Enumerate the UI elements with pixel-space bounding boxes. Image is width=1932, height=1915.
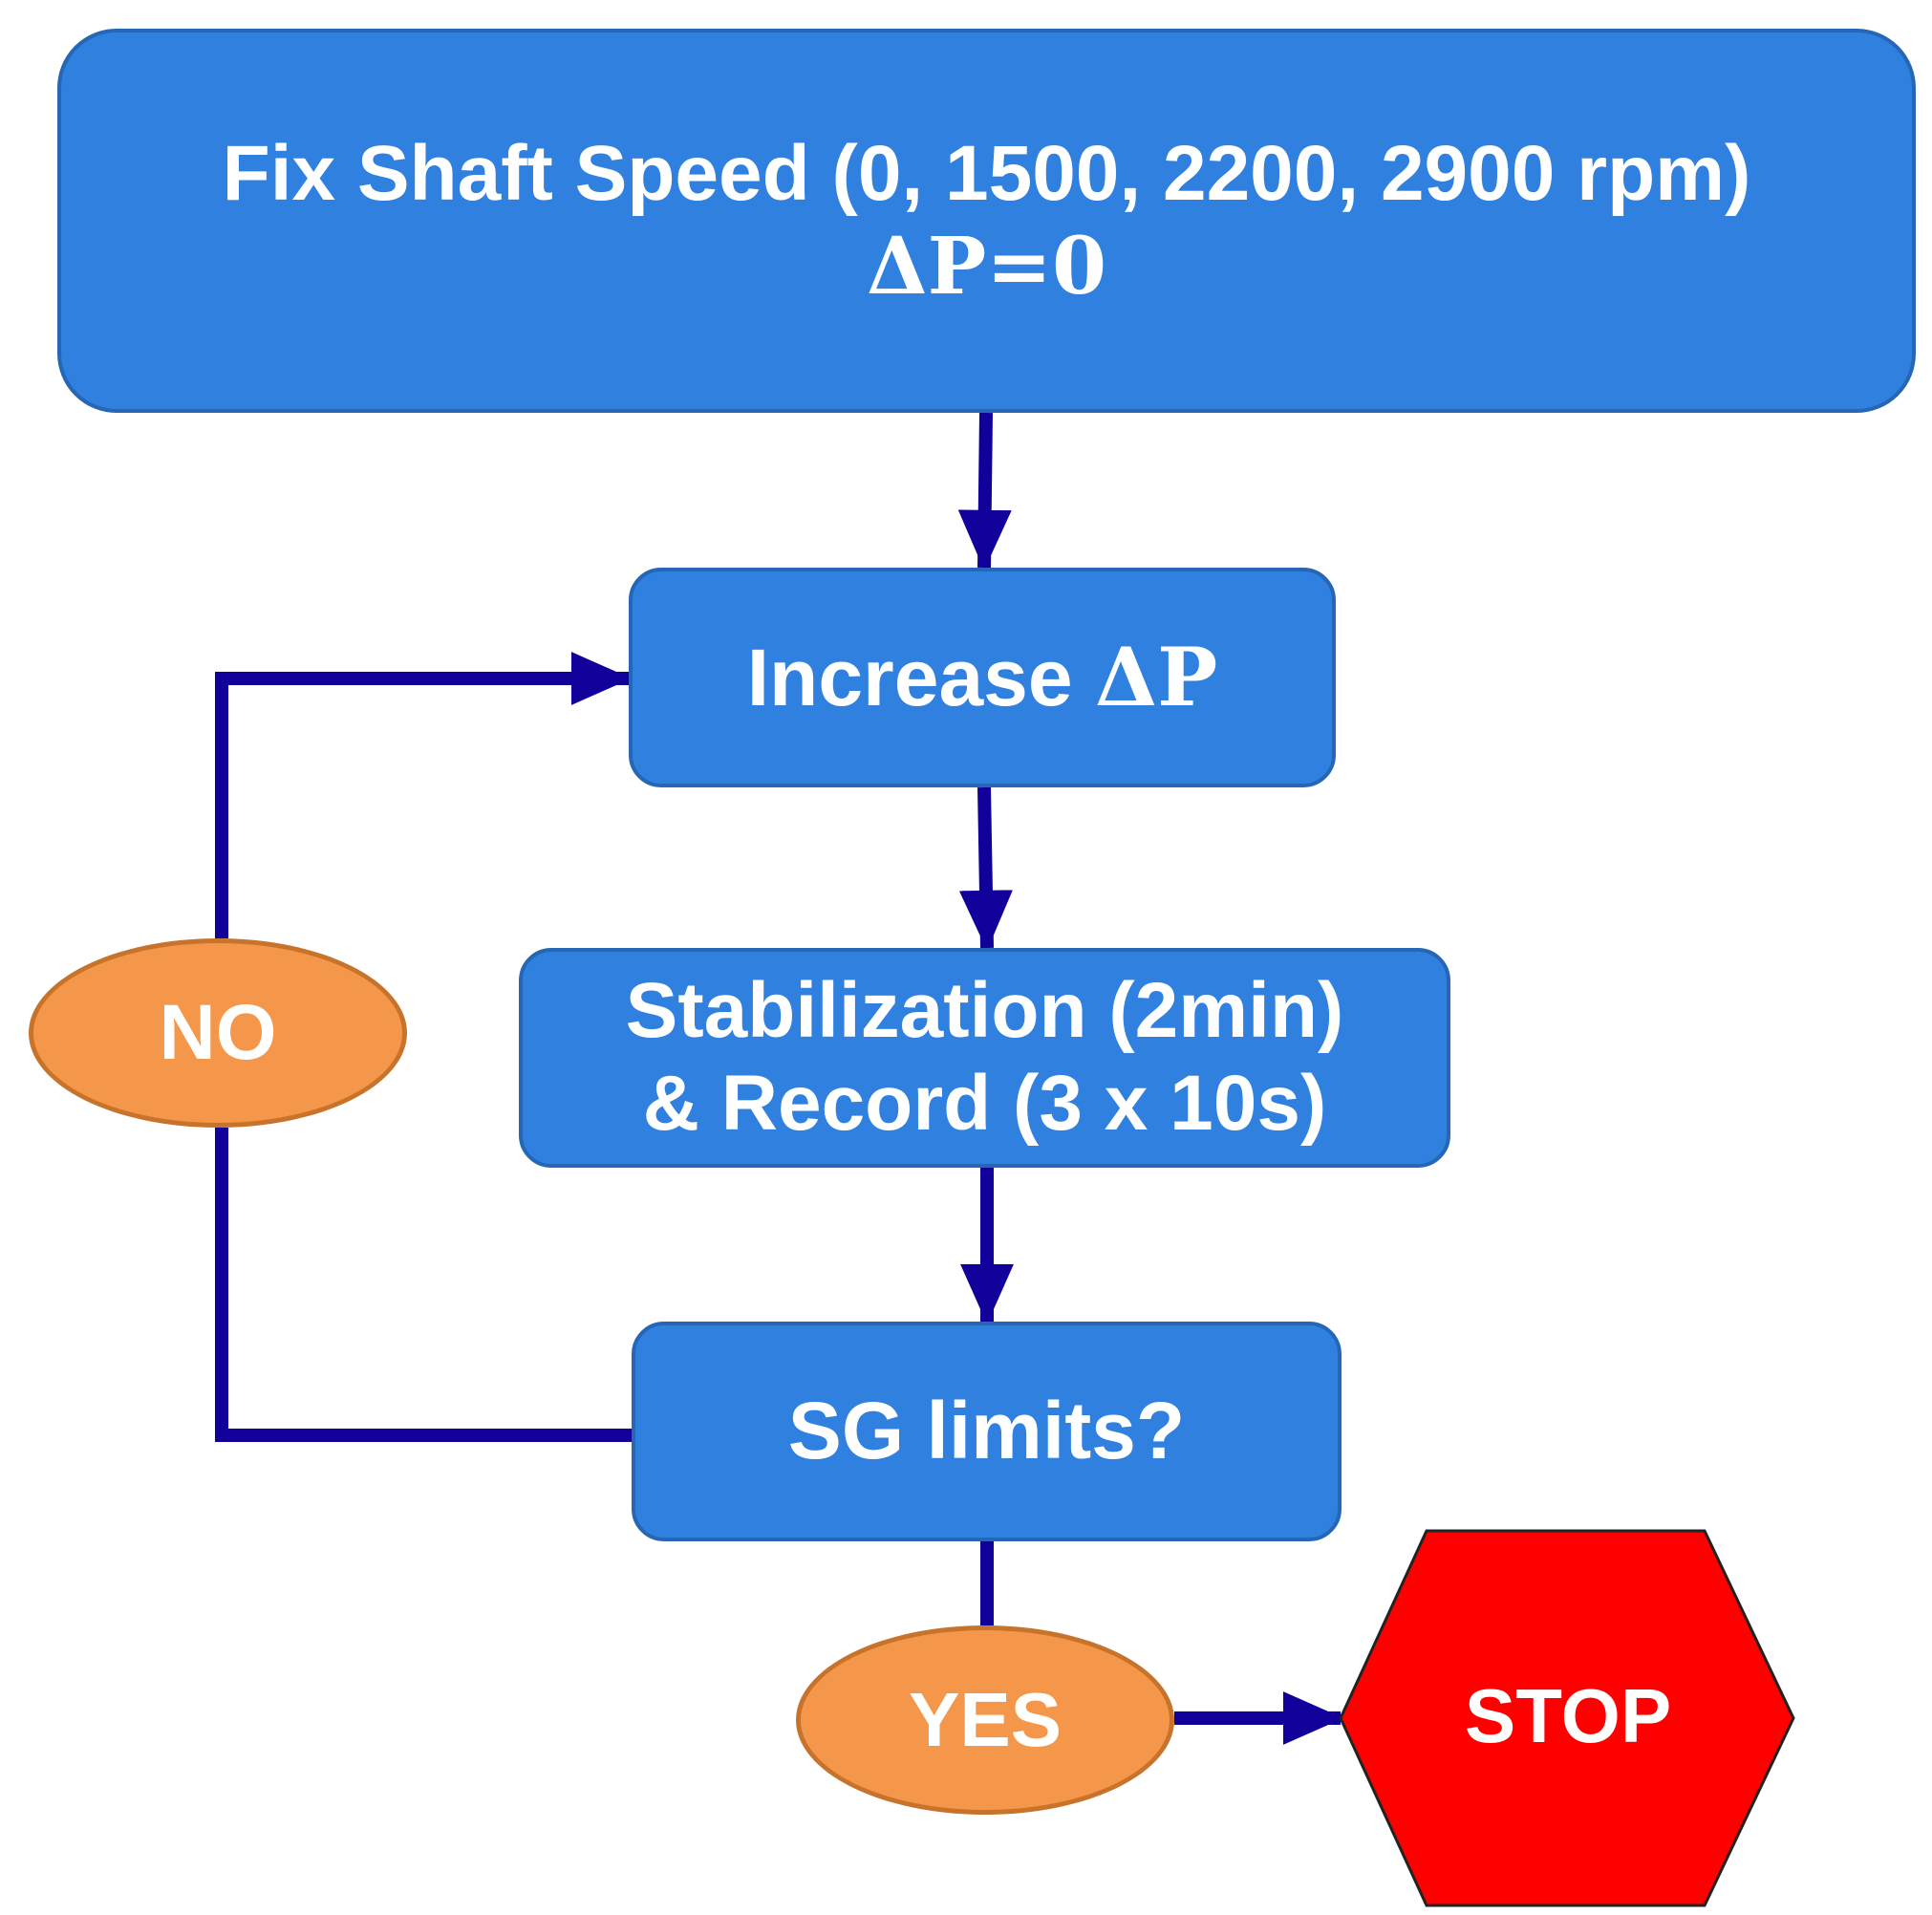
stop-node: STOP xyxy=(1341,1529,1795,1904)
stop-label: STOP xyxy=(1464,1672,1672,1758)
fix-shaft-speed-box: Fix Shaft Speed (0, 1500, 2200, 2900 rpm… xyxy=(57,29,1916,413)
no-label: NO xyxy=(159,988,277,1076)
arrow-increase-to-stabilization xyxy=(958,786,1013,951)
arrow-no-to-increase xyxy=(215,652,632,938)
fix-shaft-speed-label: Fix Shaft Speed (0, 1500, 2200, 2900 rpm… xyxy=(222,130,1751,218)
stabilization-label: Stabilization (2min) xyxy=(625,967,1344,1055)
yes-label: YES xyxy=(908,1676,1063,1762)
delta-p-symbol: ΔP xyxy=(1094,629,1218,724)
increase-label: Increase xyxy=(746,632,1095,722)
sg-limits-box: SG limits? xyxy=(632,1322,1342,1541)
record-label: & Record (3 x 10s) xyxy=(642,1060,1327,1147)
stop-hexagon xyxy=(1339,1529,1795,1907)
stabilization-record-box: Stabilization (2min) & Record (3 x 10s) xyxy=(519,948,1450,1168)
increase-delta-p-box: Increase ΔP xyxy=(629,568,1336,787)
increase-delta-p-label: Increase ΔP xyxy=(747,630,1218,725)
arrow-fix-to-increase xyxy=(957,412,1012,570)
no-oval: NO xyxy=(29,938,407,1128)
delta-p-zero-label: ΔP=0 xyxy=(866,221,1107,312)
sg-limits-label: SG limits? xyxy=(787,1386,1186,1476)
line-sg-limits-to-no xyxy=(215,1128,632,1442)
yes-oval: YES xyxy=(796,1625,1174,1815)
